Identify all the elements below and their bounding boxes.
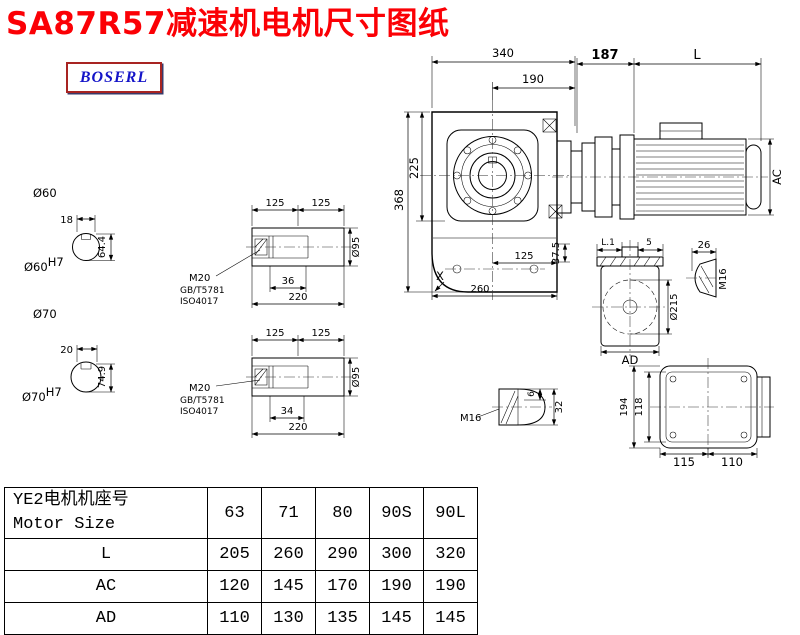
table-cell: 145	[369, 602, 424, 635]
dim-keyway-18: 18	[60, 215, 73, 226]
table-header-cn: YE2电机机座号	[13, 491, 129, 511]
bore-tolerance-70: Ø70H7	[22, 385, 62, 404]
table-cell: 135	[315, 602, 370, 635]
dim-height-64-4: 64.4	[97, 236, 108, 258]
table-row-L: L 205 260 290 300 320	[4, 538, 478, 571]
table-cell: 260	[261, 538, 316, 571]
dim-5: 5	[646, 238, 652, 248]
shaft-detail-bottom-view: 125 125 M20 GB/T5781 ISO4017 34 220 Ø95	[180, 328, 362, 438]
mounting-symbol-side	[548, 204, 563, 219]
row-label-L: L	[4, 538, 208, 571]
table-cell: 300	[369, 538, 424, 571]
bolt-callout-m20: M20	[189, 273, 210, 284]
dim-L1: L.1	[601, 238, 615, 248]
dim-dia215: Ø215	[668, 294, 680, 321]
row-label-AD: AD	[4, 602, 208, 635]
shaft-detail-top-view: 125 125 M20 GB/T5781 ISO4017 36 220 Ø95	[180, 198, 362, 308]
dim-125-b: 125	[311, 198, 330, 209]
dim-187: 187	[591, 48, 618, 63]
cooling-fins	[636, 144, 744, 212]
table-cell: 145	[423, 602, 478, 635]
dim-340: 340	[492, 46, 514, 60]
dim-L: L	[693, 48, 701, 63]
shaft-end-key-detail: 6 32 M16	[460, 388, 565, 426]
dim-190: 190	[522, 72, 544, 86]
shaft-bore-60-view: Ø60 18 64.4 Ø60H7	[24, 186, 115, 274]
brand-logo: BOSERL	[66, 62, 162, 93]
table-size-90s: 90S	[369, 487, 424, 539]
dim-125-c: 125	[265, 328, 284, 339]
dim-110: 110	[721, 455, 743, 469]
dim-dia70-label: Ø70	[33, 307, 57, 321]
table-row-AD: AD 110 130 135 145 145	[4, 602, 478, 635]
dim-225: 225	[407, 157, 421, 179]
table-cell: 190	[369, 570, 424, 603]
dim-AD: AD	[622, 353, 639, 367]
table-size-90l: 90L	[423, 487, 478, 539]
table-cell: 170	[315, 570, 370, 603]
dim-260: 260	[470, 284, 489, 295]
dim-220-b: 220	[288, 422, 307, 433]
dim-115: 115	[673, 455, 695, 469]
bolt-standard-gb-b: GB/T5781	[180, 396, 225, 406]
table-size-63: 63	[207, 487, 262, 539]
motor-size-table: YE2电机机座号 Motor Size 63 71 80 90S 90L L 2…	[4, 487, 478, 635]
dim-32: 32	[554, 401, 565, 414]
dim-height-74-9: 74.9	[97, 366, 108, 388]
motor-rear-view: 194 118 115 110	[619, 358, 774, 469]
dim-220-a: 220	[288, 292, 307, 303]
bolt-standard-iso: ISO4017	[180, 297, 218, 307]
dim-keyway-20: 20	[60, 345, 73, 356]
dim-125-a: 125	[265, 198, 284, 209]
dim-37-5: 37.5	[551, 242, 562, 264]
bolt-standard-iso-b: ISO4017	[180, 407, 218, 417]
table-size-71: 71	[261, 487, 316, 539]
page-title: SA87R57减速机电机尺寸图纸	[6, 6, 450, 42]
dim-34: 34	[281, 406, 294, 417]
row-label-AC: AC	[4, 570, 208, 603]
bore-tolerance-60: Ø60H7	[24, 255, 64, 274]
table-cell: 290	[315, 538, 370, 571]
bolt-callout-m20-b: M20	[189, 383, 210, 394]
shaft-plug-detail: 26 M16	[686, 240, 729, 298]
gearbox-front-view: 340 190 368 225 37.5 125 260 X	[392, 46, 576, 300]
table-cell: 190	[423, 570, 478, 603]
dim-36: 36	[282, 276, 295, 287]
gearbox-output-side-view: L.1 5 Ø215 AD	[592, 238, 680, 367]
thread-m16-b: M16	[460, 413, 481, 424]
table-row-AC: AC 120 145 170 190 190	[4, 570, 478, 603]
thread-m16-a: M16	[718, 268, 729, 289]
table-header-motor-size: YE2电机机座号 Motor Size	[4, 487, 208, 539]
section-x-label: X	[436, 269, 444, 283]
dim-dia60-label: Ø60	[33, 186, 57, 200]
dim-dia95-b: Ø95	[350, 367, 362, 388]
table-cell: 205	[207, 538, 262, 571]
table-cell: 145	[261, 570, 316, 603]
dim-194: 194	[619, 397, 630, 416]
dim-dia95-a: Ø95	[350, 237, 362, 258]
dim-6: 6	[527, 391, 537, 397]
mounting-symbol-top	[542, 118, 557, 133]
dim-125-bottom: 125	[514, 251, 533, 262]
motor-side-view: 187 L AC	[552, 48, 784, 220]
dim-118: 118	[634, 397, 645, 416]
table-cell: 120	[207, 570, 262, 603]
dim-125-d: 125	[311, 328, 330, 339]
table-header-row: YE2电机机座号 Motor Size 63 71 80 90S 90L	[4, 487, 478, 539]
table-size-80: 80	[315, 487, 370, 539]
table-cell: 130	[261, 602, 316, 635]
table-cell: 320	[423, 538, 478, 571]
table-cell: 110	[207, 602, 262, 635]
shaft-bore-70-view: Ø70 20 74.9 Ø70H7	[22, 307, 115, 404]
dim-26: 26	[698, 240, 711, 251]
dim-AC: AC	[770, 169, 784, 185]
fan-cover	[745, 144, 762, 210]
table-header-en: Motor Size	[13, 515, 116, 534]
dim-368: 368	[392, 189, 406, 211]
bolt-standard-gb: GB/T5781	[180, 286, 225, 296]
